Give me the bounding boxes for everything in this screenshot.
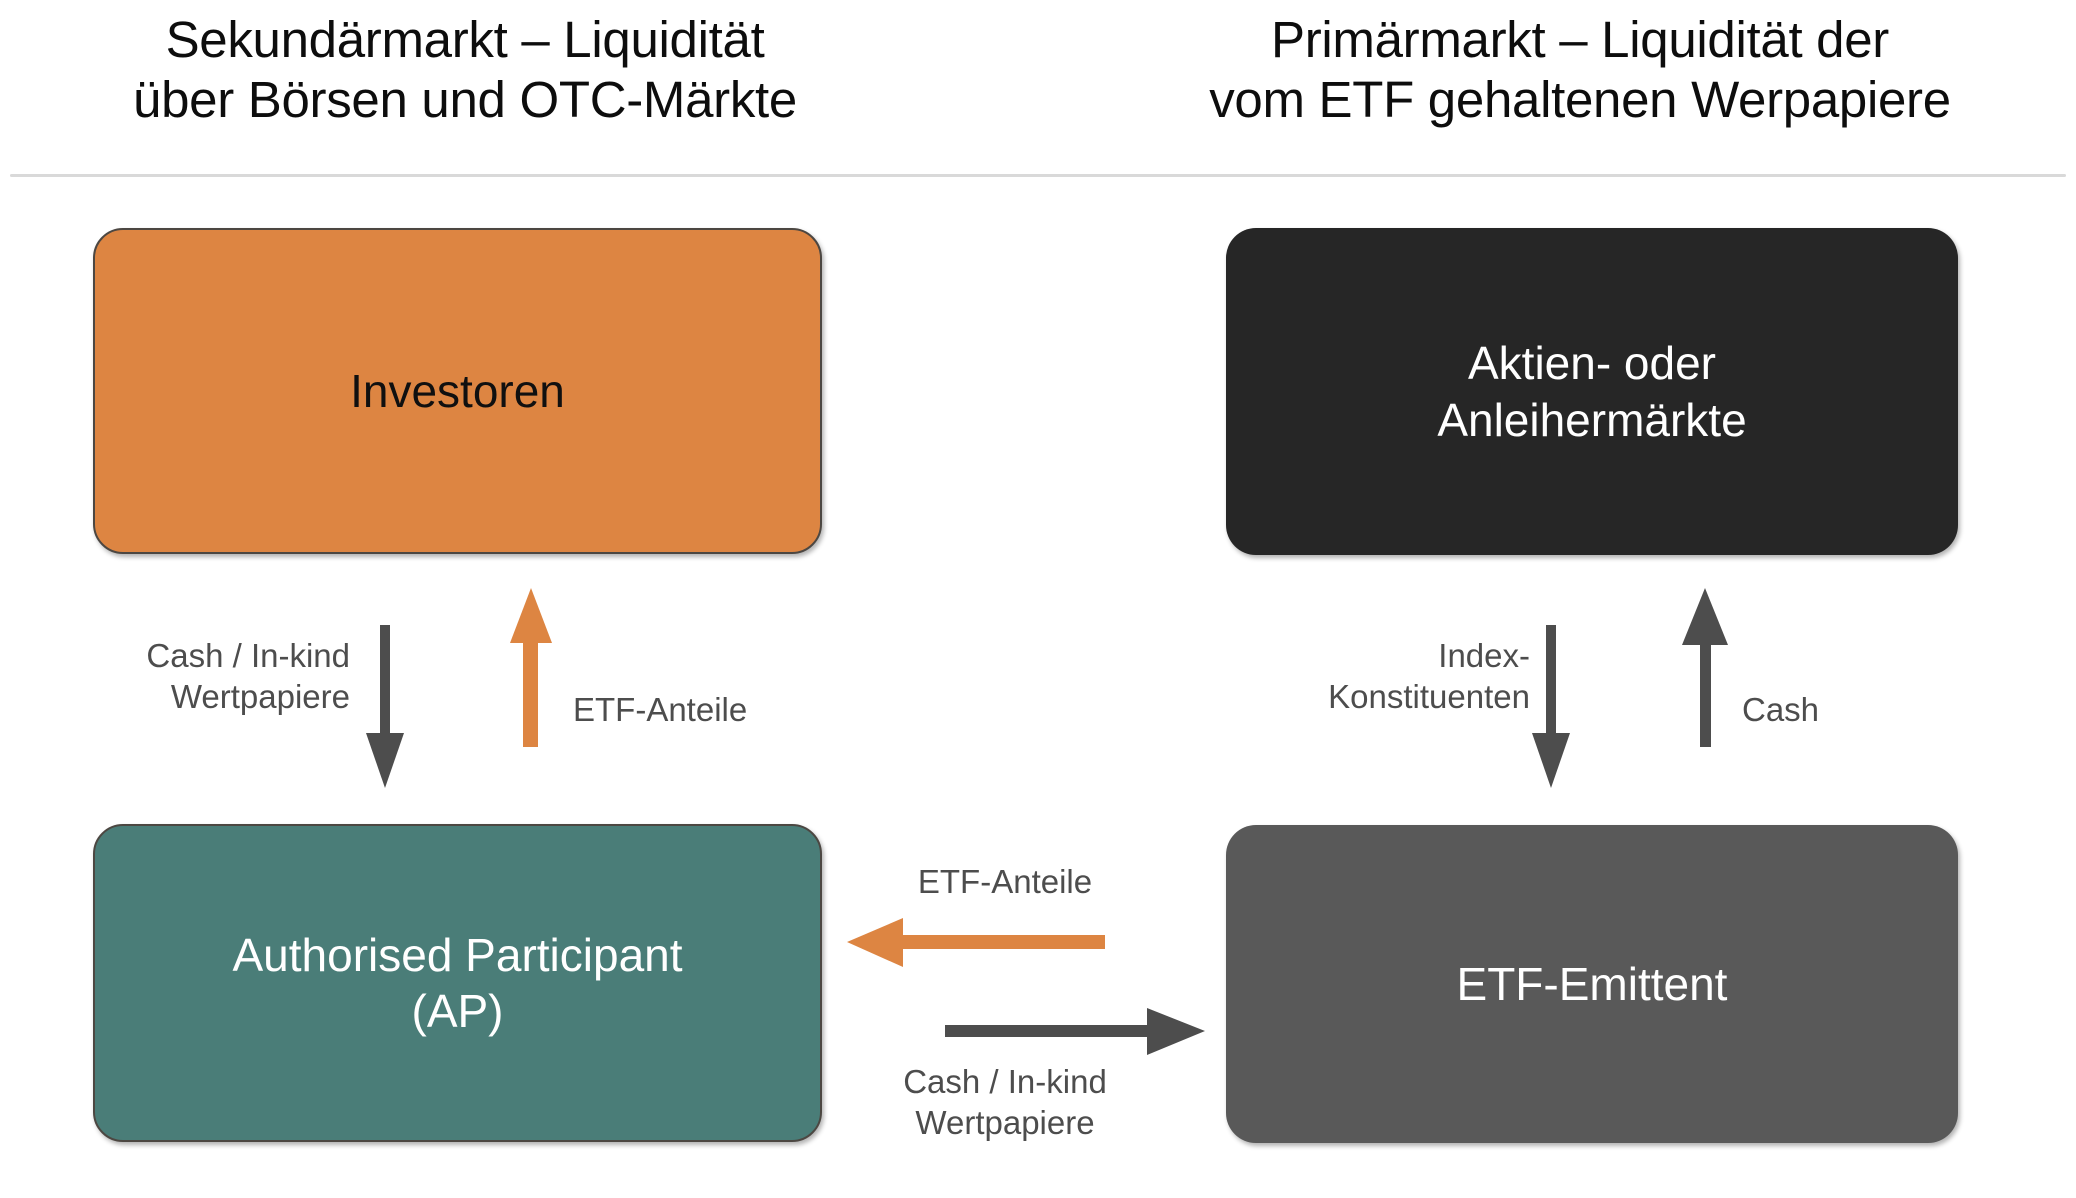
node-markets-label-line1: Aktien- oder <box>1467 337 1716 390</box>
edge-label-cash-inkind-left-line1: Cash / In-kind <box>146 637 350 674</box>
edge-label-index-konstituenten: Index- Konstituenten <box>1230 636 1530 718</box>
header-primary-market-line1: Primärmarkt – Liquidität der <box>1271 11 1889 68</box>
header-secondary-market: Sekundärmarkt – Liquidität über Börsen u… <box>0 10 930 130</box>
node-ap-label-line2: (AP) <box>411 985 504 1037</box>
header-primary-market: Primärmarkt – Liquidität der vom ETF geh… <box>1090 10 2070 130</box>
edge-label-cash-inkind-middle: Cash / In-kind Wertpapiere <box>845 1062 1165 1144</box>
arrow-markets-to-issuer <box>1532 625 1570 788</box>
header-secondary-market-line2: über Börsen und OTC-Märkte <box>133 71 797 129</box>
arrow-investoren-to-ap <box>366 625 404 788</box>
header-primary-market-line2: vom ETF gehaltenen Werpapiere <box>1209 71 1951 129</box>
edge-label-cash-inkind-middle-line2: Wertpapiere <box>915 1103 1095 1141</box>
node-ap-label-line1: Authorised Participant <box>232 928 683 981</box>
edge-label-etf-anteile-middle: ETF-Anteile <box>845 862 1165 903</box>
node-etf-emittent[interactable]: ETF-Emittent <box>1226 825 1958 1143</box>
edge-label-cash-right-line1: Cash <box>1742 691 1820 728</box>
node-markets-label-line2: Anleihermärkte <box>1437 393 1747 446</box>
edge-label-cash-inkind-left: Cash / In-kind Wertpapiere <box>30 636 350 718</box>
edge-label-cash-inkind-middle-line1: Cash / In-kind <box>903 1063 1107 1100</box>
edge-label-etf-anteile-left-line1: ETF-Anteile <box>573 691 748 728</box>
edge-label-cash-inkind-left-line2: Wertpapiere <box>170 677 350 715</box>
node-investoren[interactable]: Investoren <box>93 228 822 554</box>
arrow-issuer-to-ap <box>847 918 1105 967</box>
header-secondary-market-line1: Sekundärmarkt – Liquidität <box>165 11 765 68</box>
edge-label-index-konstituenten-line2: Konstituenten <box>1328 677 1530 715</box>
arrow-issuer-to-markets <box>1682 588 1728 747</box>
node-aktien-oder-anleihemaerkte[interactable]: Aktien- oder Anleihermärkte <box>1226 228 1958 555</box>
edge-label-cash-right: Cash <box>1742 690 1962 731</box>
edge-label-index-konstituenten-line1: Index- <box>1438 637 1530 674</box>
node-investoren-label: Investoren <box>350 364 565 417</box>
arrow-ap-to-issuer <box>945 1008 1205 1055</box>
edge-label-etf-anteile-left: ETF-Anteile <box>573 690 833 731</box>
edge-label-etf-anteile-middle-line1: ETF-Anteile <box>917 863 1093 900</box>
arrow-ap-to-investoren <box>510 588 552 747</box>
header-divider-line <box>10 174 2066 177</box>
node-issuer-label: ETF-Emittent <box>1456 957 1728 1010</box>
node-authorised-participant[interactable]: Authorised Participant (AP) <box>93 824 822 1142</box>
